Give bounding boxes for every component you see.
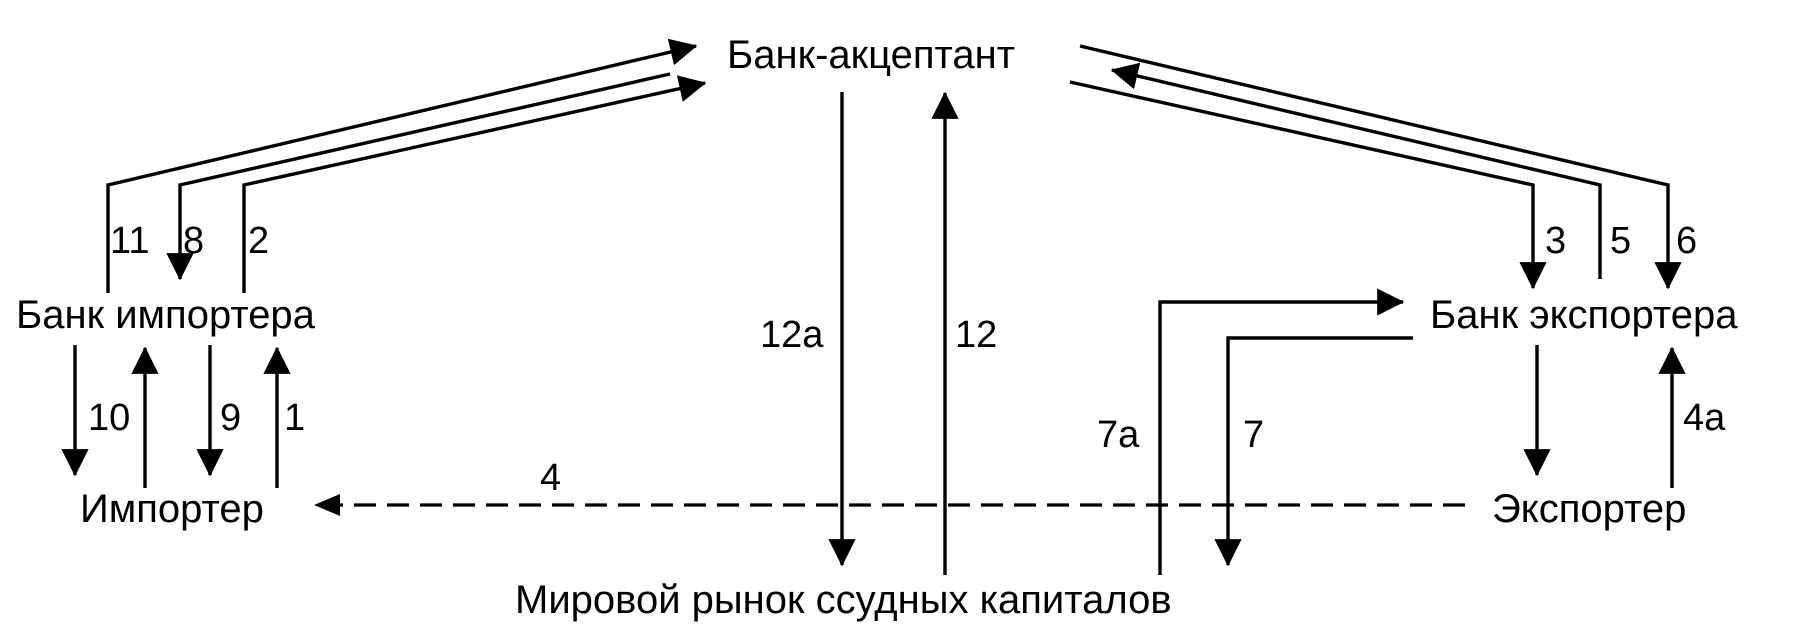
label-7: 7: [1243, 414, 1264, 456]
label-4: 4: [540, 457, 561, 499]
arrow-11: [106, 38, 698, 293]
label-11: 11: [110, 220, 149, 262]
arrow-6: [1079, 44, 1682, 290]
exporter-label: Экспортер: [1492, 487, 1686, 531]
label-7a: 7a: [1097, 414, 1140, 456]
label-3: 3: [1545, 220, 1566, 262]
label-4a: 4a: [1683, 397, 1726, 439]
label-5: 5: [1610, 220, 1631, 262]
label-8: 8: [183, 220, 204, 262]
arrow-3: [1069, 80, 1547, 290]
exporter-bank-label: Банк экспортера: [1430, 293, 1738, 337]
label-9: 9: [220, 397, 241, 439]
importer-label: Импортер: [80, 487, 264, 531]
label-2: 2: [248, 220, 269, 262]
importer-bank-label: Банк импортера: [16, 293, 316, 337]
label-6: 6: [1676, 220, 1697, 262]
acceptor-bank-label: Банк-акцептант: [727, 33, 1015, 77]
label-12a: 12a: [760, 314, 824, 356]
arrow-4-head: [314, 494, 340, 516]
label-12: 12: [955, 314, 997, 356]
arrow-5: [1110, 62, 1602, 279]
arrow-7a: [1158, 288, 1405, 575]
label-1: 1: [284, 397, 305, 439]
arrow-8: [166, 72, 671, 281]
arrow-2: [242, 75, 707, 293]
arrow-7: [1214, 336, 1413, 567]
label-10: 10: [88, 397, 130, 439]
loan-market-label: Мировой рынок ссудных капиталов: [515, 578, 1172, 622]
